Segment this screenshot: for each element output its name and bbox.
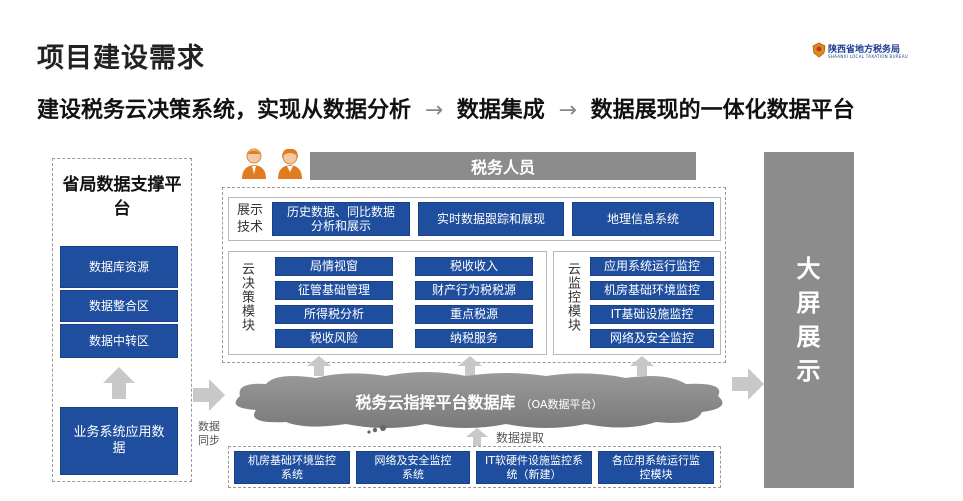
big-screen-display: 大屏展示 — [764, 152, 854, 488]
decision-item-tax-risk[interactable]: 税收风险 — [275, 329, 393, 348]
arrow-up-icon — [103, 367, 135, 399]
female-staff-icon — [278, 148, 302, 179]
arrow-right-icon: → — [424, 98, 444, 123]
database-main-label: 税务云指挥平台数据库 — [355, 393, 516, 412]
subtitle-part-1: 建设税务云决策系统，实现从数据分析 — [37, 98, 412, 123]
bottom-item-network-security-system[interactable]: 网络及安全监控系统 — [356, 451, 470, 484]
decision-item-bureau-window[interactable]: 局情视窗 — [275, 257, 393, 276]
bottom-item-app-monitor-module[interactable]: 各应用系统运行监控模块 — [598, 451, 714, 484]
arrow-up-icon — [466, 428, 488, 446]
decision-item-tax-revenue[interactable]: 税收收入 — [415, 257, 533, 276]
monitor-item-machine-room[interactable]: 机房基础环境监控 — [590, 281, 714, 300]
sync-label: 数据同步 — [198, 420, 220, 447]
cloud-database-shape — [235, 372, 723, 428]
tax-staff-label: 税务人员 — [470, 158, 535, 177]
male-staff-icon — [242, 148, 266, 179]
subtitle-part-3: 数据展现的一体化数据平台 — [590, 98, 855, 123]
display-tech-historical[interactable]: 历史数据、同比数据分析和展示 — [272, 202, 410, 236]
left-item-integration-zone[interactable]: 数据整合区 — [60, 290, 178, 322]
tax-staff-bar: 税务人员 — [310, 152, 696, 180]
left-item-business-data[interactable]: 业务系统应用数据 — [60, 407, 178, 475]
display-tech-realtime[interactable]: 实时数据跟踪和展现 — [418, 202, 564, 236]
slide-subtitle: 建设税务云决策系统，实现从数据分析 → 数据集成 → 数据展现的一体化数据平台 — [37, 92, 855, 124]
cloud-database-label: 税务云指挥平台数据库 （OA数据平台） — [226, 389, 732, 413]
monitor-item-it-infrastructure[interactable]: IT基础设施监控 — [590, 305, 714, 324]
cloud-dots-decoration — [367, 425, 386, 434]
left-panel-title: 省局数据支撑平台 — [62, 175, 182, 219]
decision-item-collection-management[interactable]: 征管基础管理 — [275, 281, 393, 300]
arrow-right-icon — [732, 368, 764, 400]
big-screen-label: 大屏展示 — [796, 255, 822, 385]
decision-item-property-tax-source[interactable]: 财产行为税税源 — [415, 281, 533, 300]
cloud-monitor-label: 云监控模块 — [565, 262, 580, 332]
logo-text: 陕西省地方税务局 — [828, 45, 901, 55]
data-extract-label: 数据提取 — [496, 431, 545, 445]
cloud-decision-label: 云决策模块 — [239, 262, 254, 332]
left-item-database-resources[interactable]: 数据库资源 — [60, 246, 178, 288]
emblem-icon — [812, 42, 826, 58]
arrow-up-icon — [630, 356, 654, 376]
logo-subtext: SHAANXI LOCAL TAXATION BUREAU — [828, 54, 908, 59]
arrow-right-icon — [193, 379, 225, 411]
left-item-transfer-zone[interactable]: 数据中转区 — [60, 324, 178, 358]
arrow-up-icon — [307, 356, 331, 376]
slide-title: 项目建设需求 — [37, 43, 205, 74]
decision-item-key-tax-source[interactable]: 重点税源 — [415, 305, 533, 324]
arrow-up-icon — [458, 356, 482, 376]
monitor-item-network-security[interactable]: 网络及安全监控 — [590, 329, 714, 348]
monitor-item-app-system[interactable]: 应用系统运行监控 — [590, 257, 714, 276]
bottom-item-it-facility-system[interactable]: IT软硬件设施监控系统（新建） — [476, 451, 592, 484]
decision-item-taxpayer-service[interactable]: 纳税服务 — [415, 329, 533, 348]
subtitle-part-2: 数据集成 — [456, 98, 545, 123]
database-sub-label: （OA数据平台） — [520, 398, 603, 411]
tax-bureau-logo: 陕西省地方税务局 SHAANXI LOCAL TAXATION BUREAU — [812, 42, 908, 62]
display-tech-gis[interactable]: 地理信息系统 — [572, 202, 714, 236]
bottom-item-machine-room-system[interactable]: 机房基础环境监控系统 — [234, 451, 350, 484]
decision-item-income-tax-analysis[interactable]: 所得税分析 — [275, 305, 393, 324]
display-tech-label: 展示技术 — [236, 203, 263, 235]
arrow-right-icon: → — [558, 98, 577, 123]
